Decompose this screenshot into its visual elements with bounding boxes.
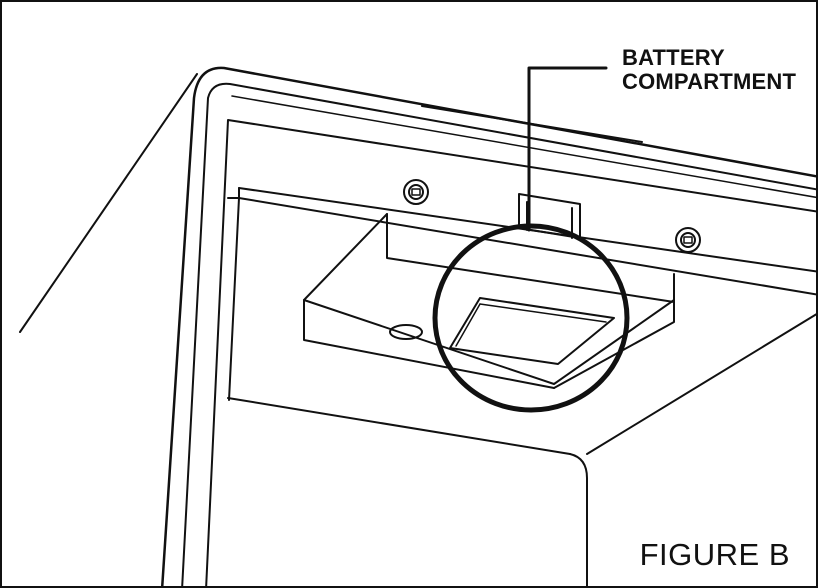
housing-left-edge bbox=[19, 73, 198, 333]
screw-icon bbox=[403, 179, 429, 205]
battery-housing-right bbox=[553, 299, 675, 389]
cavity-left-wall bbox=[228, 197, 240, 401]
housing-top-strip-2 bbox=[231, 95, 816, 199]
screw-icon bbox=[675, 227, 701, 253]
cavity-lower-edge bbox=[227, 397, 571, 455]
battery-housing-top bbox=[303, 213, 675, 385]
callout-circle bbox=[432, 223, 630, 413]
housing-frame-inner-2 bbox=[205, 119, 816, 586]
housing-outer-frame bbox=[161, 66, 816, 586]
mounting-plate-left bbox=[227, 187, 240, 199]
mounting-hole-icon bbox=[389, 324, 423, 340]
callout-leader-line bbox=[527, 66, 608, 232]
callout-line-1: BATTERY bbox=[622, 45, 725, 70]
cavity-right-diagonal bbox=[586, 313, 816, 455]
housing-top-strip bbox=[421, 105, 643, 143]
battery-housing-front bbox=[303, 299, 555, 389]
figure-label: FIGURE B bbox=[639, 537, 790, 572]
battery-compartment-callout: BATTERY COMPARTMENT bbox=[622, 46, 796, 94]
cavity-right-corner bbox=[569, 453, 588, 586]
callout-line-2: COMPARTMENT bbox=[622, 69, 797, 94]
mounting-plate-bottom-edge bbox=[238, 197, 816, 296]
battery-housing-back-left bbox=[386, 213, 675, 303]
battery-compartment-icon bbox=[449, 297, 615, 365]
housing-frame-inner-1 bbox=[181, 82, 816, 586]
